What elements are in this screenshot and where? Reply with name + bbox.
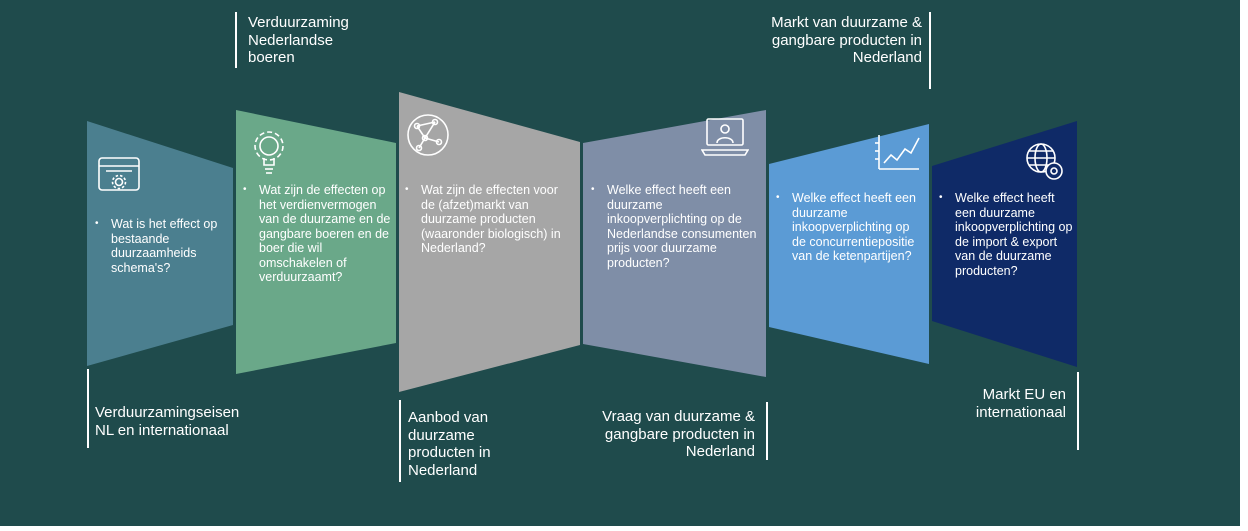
panel-6-text: • Welke effect heeft een duurzame inkoopv… <box>939 191 1073 278</box>
browser-settings-icon <box>98 157 142 193</box>
question-text: Welke effect heeft een duurzame inkoopve… <box>955 191 1073 278</box>
panel-5-text: • Welke effect heeft een duurzame inkoopv… <box>776 191 926 264</box>
question-text: Welke effect heeft een duurzame inkoopve… <box>607 183 757 270</box>
bullet: • <box>776 192 780 203</box>
top-line-1 <box>235 12 237 68</box>
bullet: • <box>591 184 595 195</box>
label-verduurzamingseisen: Verduurzamingseisen NL en internationaal <box>95 404 240 439</box>
top-line-2 <box>929 12 931 89</box>
lightbulb-gear-icon <box>247 128 291 176</box>
question-text: Wat zijn de effecten op het verdienvermo… <box>259 183 391 284</box>
panel-3-text: • Wat zijn de effecten voor de (afzet)mar… <box>405 183 573 256</box>
bottom-line-3 <box>766 402 768 460</box>
panel-2-text: • Wat zijn de effecten op het verdienverm… <box>243 183 391 285</box>
bottom-line-4 <box>1077 372 1079 450</box>
bullet: • <box>95 218 99 229</box>
question-text: Wat zijn de effecten voor de (afzet)mark… <box>421 183 561 255</box>
network-globe-icon <box>405 112 451 158</box>
bullet: • <box>939 192 943 203</box>
label-aanbod: Aanbod van duurzame producten in Nederla… <box>408 409 491 479</box>
laptop-user-icon <box>701 117 749 157</box>
bullet: • <box>243 184 247 195</box>
question-text: Welke effect heeft een duurzame inkoopve… <box>792 191 916 263</box>
bottom-line-1 <box>87 369 89 448</box>
panel-1-text: • Wat is het effect op bestaande duurzaam… <box>95 217 225 275</box>
label-markt-eu: Markt EU en internationaal <box>975 386 1066 421</box>
line-chart-icon <box>875 133 921 173</box>
bottom-line-2 <box>399 400 401 482</box>
panel-4-text: • Welke effect heeft een duurzame inkoopv… <box>591 183 761 270</box>
label-verduurzaming-boeren: Verduurzaming Nederlandse boeren <box>248 14 349 66</box>
question-text: Wat is het effect op bestaande duurzaamh… <box>111 217 218 275</box>
bullet: • <box>405 184 409 195</box>
label-markt-nederland: Markt van duurzame & gangbare producten … <box>771 14 922 66</box>
label-vraag: Vraag van duurzame & gangbare producten … <box>602 408 755 460</box>
globe-settings-icon <box>1024 141 1064 181</box>
